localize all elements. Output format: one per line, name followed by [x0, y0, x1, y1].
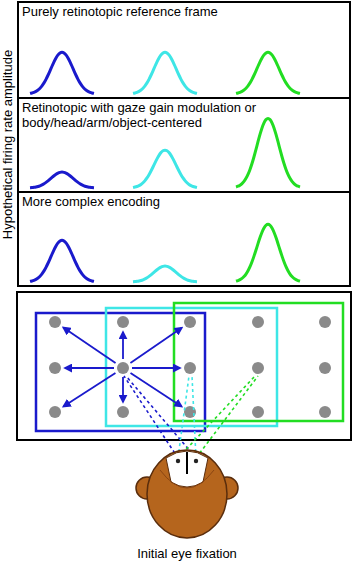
receptive-field-green	[174, 303, 343, 421]
target-dot	[252, 362, 264, 374]
target-dot	[117, 362, 129, 374]
tuning-curve	[133, 150, 197, 187]
saccade-arrow	[132, 367, 180, 369]
target-dot	[319, 406, 331, 418]
tuning-curve	[30, 172, 94, 188]
visual-field-frame	[17, 292, 351, 440]
target-dots	[49, 316, 331, 418]
target-dot	[49, 362, 61, 374]
target-dot	[184, 316, 196, 328]
receptive-field-blue	[36, 313, 205, 431]
plot-panel: Purely retinotopic reference frame	[17, 1, 351, 99]
axis-label: Hypothetical firing rate amplitude	[1, 49, 16, 238]
tuning-curve	[236, 118, 300, 187]
gaze-lines	[124, 376, 258, 458]
tuning-curve	[30, 240, 94, 281]
saccade-arrow	[131, 373, 182, 407]
monkey-head	[136, 450, 238, 538]
target-dot	[117, 316, 129, 328]
plot-panel: Retinotopic with gaze gain modulation or…	[17, 97, 351, 193]
target-dot	[252, 406, 264, 418]
tuning-curve	[236, 224, 300, 281]
saccade-arrow	[65, 367, 114, 369]
saccade-arrow	[130, 328, 181, 363]
tuning-curve	[30, 52, 94, 93]
target-dot	[49, 406, 61, 418]
tuning-curve	[236, 52, 300, 93]
tuning-curve	[133, 52, 197, 93]
receptive-field-cyan	[106, 308, 277, 426]
panel-title: More complex encoding	[19, 193, 345, 210]
panel-title: Retinotopic with gaze gain modulation or…	[19, 99, 287, 131]
saccade-arrow	[63, 328, 115, 363]
saccade-arrow	[122, 332, 124, 359]
target-dot	[49, 316, 61, 328]
saccade-arrow	[63, 373, 115, 407]
target-dot	[117, 406, 129, 418]
target-dot	[252, 316, 264, 328]
saccade-arrow	[122, 377, 124, 402]
tuning-curves	[30, 52, 300, 282]
saccade-arrows	[63, 328, 181, 407]
caption-label: Initial eye fixation	[137, 546, 237, 561]
tuning-curve	[133, 266, 197, 282]
panel-title: Purely retinotopic reference frame	[19, 3, 345, 20]
target-dot	[184, 362, 196, 374]
plot-panel: More complex encoding	[17, 191, 351, 287]
target-dot	[319, 316, 331, 328]
target-dot	[319, 362, 331, 374]
